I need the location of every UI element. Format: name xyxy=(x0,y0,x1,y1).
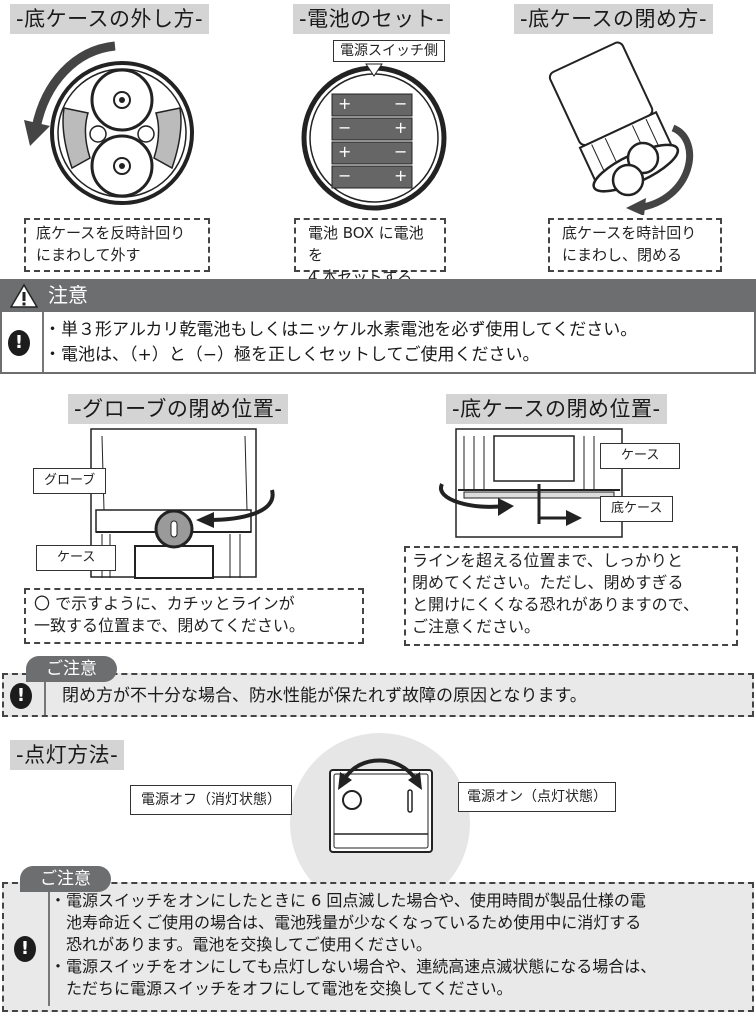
divider xyxy=(48,892,50,1006)
exclamation-icon: ! xyxy=(8,330,30,356)
lighting-title: -点灯方法- xyxy=(10,740,125,770)
caution-bar: 注意 xyxy=(0,279,756,312)
battery-mark: + xyxy=(394,166,408,185)
caution-item: ・電池は、（+）と（−）極を正しくセットしてご使用ください。 xyxy=(44,345,540,365)
case-label: ケース xyxy=(36,545,117,571)
globe-position-title: -グローブの閉め位置- xyxy=(68,394,289,424)
note2-line: ・電源スイッチをオンにしたときに 6 回点滅した場合や、使用時間が製品仕様の電 xyxy=(50,891,646,910)
off-symbol xyxy=(342,790,362,810)
close-caption: 底ケースを時計回り にまわし、閉める xyxy=(548,218,722,272)
battery-marks: + − − + + − − + xyxy=(332,94,412,190)
note1-tab: ご注意 xyxy=(26,656,117,682)
divider xyxy=(44,681,46,715)
switch-side-label: 電源スイッチ側 xyxy=(333,40,445,62)
globe-label: グローブ xyxy=(33,468,107,494)
battery-mark: − xyxy=(338,118,352,137)
battery-mark: − xyxy=(338,166,352,185)
note2-line: ただちに電源スイッチをオフにして電池を交換してください。 xyxy=(50,979,513,998)
counterclockwise-arrow-icon xyxy=(31,41,116,129)
caution-title: 注意 xyxy=(48,283,88,307)
battery-set-title: -電池のセット- xyxy=(293,4,451,34)
rotate-arrow-icon xyxy=(439,483,505,509)
clockwise-arrow-icon xyxy=(637,124,694,212)
battery-mark: + xyxy=(338,94,352,113)
power-on-label: 電源オン（点灯状態） xyxy=(458,782,616,812)
note-box-closing: ! 閉め方が不十分な場合、防水性能が保たれず故障の原因となります。 xyxy=(2,673,754,717)
close-title: -底ケースの閉め方- xyxy=(514,4,714,34)
battery-mark: + xyxy=(394,118,408,137)
globe-position-caption: 〇 で示すように、カチッとラインが 一致する位置まで、閉めてください。 xyxy=(24,588,364,644)
battery-box-illustration xyxy=(301,63,447,211)
bottom-case-close-illustration xyxy=(548,41,694,215)
battery-mark: + xyxy=(338,142,352,161)
battery-mark: − xyxy=(394,142,408,161)
case-label: ケース xyxy=(600,443,681,469)
note2-tab: ご注意 xyxy=(20,866,111,892)
remove-title: -底ケースの外し方- xyxy=(10,4,210,34)
note2-line: 恐れがあります。電池を交換してご使用ください。 xyxy=(50,935,432,954)
caution-body: ! ・単３形アルカリ乾電池もしくはニッケル水素電池を必ず使用してください。 ・電… xyxy=(0,312,756,374)
power-switch-illustration xyxy=(329,758,433,853)
bottom-case-position-caption: ラインを超える位置まで、しっかりと 閉めてください。ただし、閉めすぎる と開けに… xyxy=(404,546,738,646)
bottom-case-position-illustration xyxy=(439,428,623,538)
globe-position-illustration xyxy=(90,428,275,579)
caution-item: ・単３形アルカリ乾電池もしくはニッケル水素電池を必ず使用してください。 xyxy=(44,320,638,340)
battery-mark: − xyxy=(394,94,408,113)
on-symbol xyxy=(407,789,413,813)
note2-line: 池寿命近くご使用の場合は、電池残量が少なくなっているため使用中に消灯する xyxy=(50,913,642,932)
power-off-label: 電源オフ（消灯状態） xyxy=(130,785,292,815)
warning-triangle-icon xyxy=(10,284,38,308)
bottom-case-remove-illustration xyxy=(24,41,194,205)
note1-text: 閉め方が不十分な場合、防水性能が保たれず故障の原因となります。 xyxy=(62,686,587,706)
remove-caption: 底ケースを反時計回り にまわして外す xyxy=(24,218,210,272)
note2-line: ・電源スイッチをオンにしても点灯しない場合や、連続高速点滅状態になる場合は、 xyxy=(50,957,657,976)
rotate-arrow-icon xyxy=(207,489,275,522)
bottom-case-label: 底ケース xyxy=(600,496,674,522)
bottom-case-position-title: -底ケースの閉め位置- xyxy=(446,394,667,424)
exclamation-icon: ! xyxy=(10,683,32,709)
exclamation-icon: ! xyxy=(14,936,36,962)
divider xyxy=(42,312,44,372)
note2-text: ・電源スイッチをオンにしたときに 6 回点滅した場合や、使用時間が製品仕様の電 … xyxy=(50,890,656,1000)
toggle-arrow-icon xyxy=(342,758,418,782)
battery-set-caption: 電池 BOX に電池を 4 本セットする xyxy=(294,218,446,286)
note-box-battery: ! ・電源スイッチをオンにしたときに 6 回点滅した場合や、使用時間が製品仕様の… xyxy=(2,882,754,1012)
